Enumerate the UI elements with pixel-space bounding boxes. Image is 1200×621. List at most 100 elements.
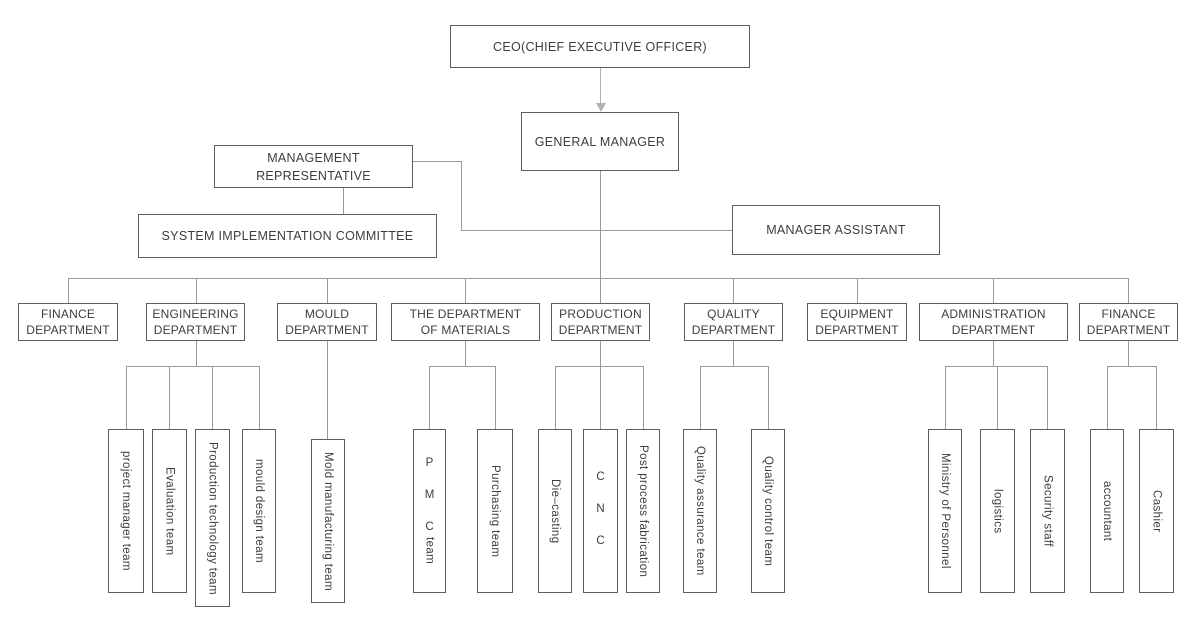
node-label-line: DEPARTMENT xyxy=(815,323,899,337)
node-general-manager: GENERAL MANAGER xyxy=(521,112,679,171)
node-label-line: DEPARTMENT xyxy=(26,323,110,337)
node-production-technology-team: Production technology team xyxy=(195,429,230,607)
node-label-line: MOULD xyxy=(304,307,350,321)
node-label-line: REPRESENTATIVE xyxy=(256,168,371,183)
node-administration-department: ADMINISTRATION DEPARTMENT xyxy=(919,303,1068,341)
node-purchasing-team: Purchasing team xyxy=(477,429,513,593)
node-logistics: logistics xyxy=(980,429,1015,593)
connector-line-vertical xyxy=(600,366,601,429)
node-manager-assistant: MANAGER ASSISTANT xyxy=(732,205,940,255)
node-label-line: FINANCE xyxy=(40,307,96,321)
node-engineering-department: ENGINEERING DEPARTMENT xyxy=(146,303,245,341)
node-quality-control-team: Quality control team xyxy=(751,429,785,593)
connector-line-vertical xyxy=(1107,366,1108,429)
node-label-line: EQUIPMENT xyxy=(820,307,894,321)
connector-line-horizontal xyxy=(555,366,643,367)
connector-line-vertical xyxy=(768,366,769,429)
connector-line-horizontal xyxy=(945,366,1048,367)
connector-line-vertical xyxy=(495,366,496,429)
connector-line-horizontal xyxy=(126,366,259,367)
node-label-line: DEPARTMENT xyxy=(285,323,369,337)
node-label-line: OF MATERIALS xyxy=(420,323,511,337)
connector-line-vertical xyxy=(1047,366,1048,429)
node-equipment-department: EQUIPMENT DEPARTMENT xyxy=(807,303,907,341)
connector-line-vertical xyxy=(997,366,998,429)
connector-line-vertical xyxy=(259,366,260,429)
node-mould-department: MOULD DEPARTMENT xyxy=(277,303,377,341)
node-label-line: PRODUCTION xyxy=(559,307,642,321)
node-quality-department: QUALITY DEPARTMENT xyxy=(684,303,783,341)
connector-line-vertical xyxy=(600,171,601,278)
node-label-line: DEPARTMENT xyxy=(153,323,238,337)
node-label-part: P M C xyxy=(423,457,436,538)
node-label-part: team xyxy=(423,537,436,565)
connector-line-vertical xyxy=(643,366,644,429)
connector-line-vertical xyxy=(327,278,328,303)
node-label-line: DEPARTMENT xyxy=(951,323,1036,337)
arrow-down-icon xyxy=(595,103,606,112)
node-evaluation-team: Evaluation team xyxy=(152,429,187,593)
node-label-line: ENGINEERING xyxy=(152,307,239,321)
node-label-line: MANAGEMENT xyxy=(267,150,360,165)
connector-line-vertical xyxy=(700,366,701,429)
connector-line-vertical xyxy=(196,341,197,366)
node-mould-design-team: mould design team xyxy=(242,429,276,593)
connector-line-horizontal xyxy=(429,366,495,367)
node-label-line: FINANCE xyxy=(1101,307,1156,321)
node-quality-assurance-team: Quality assurance team xyxy=(683,429,717,593)
node-finance-department-left: FINANCE DEPARTMENT xyxy=(18,303,118,341)
node-pmc-team: P M C team xyxy=(413,429,446,593)
connector-line-vertical xyxy=(1128,341,1129,366)
connector-line-vertical xyxy=(465,341,466,366)
connector-line-vertical xyxy=(857,278,858,303)
node-security-staff: Security staff xyxy=(1030,429,1065,593)
connector-line-vertical xyxy=(465,278,466,303)
node-cnc: C N C xyxy=(583,429,618,593)
node-system-implementation-committee: SYSTEM IMPLEMENTATION COMMITTEE xyxy=(138,214,437,258)
connector-line-vertical xyxy=(555,366,556,429)
node-label-line: ADMINISTRATION xyxy=(941,307,1046,321)
node-label-line: THE DEPARTMENT xyxy=(409,307,522,321)
connector-line-horizontal xyxy=(413,161,461,162)
connector-line-vertical xyxy=(945,366,946,429)
connector-line-vertical xyxy=(733,341,734,366)
connector-line-horizontal xyxy=(68,278,1128,279)
connector-line-vertical xyxy=(126,366,127,429)
node-accountant: accountant xyxy=(1090,429,1124,593)
connector-line-vertical xyxy=(68,278,69,303)
node-label-line: DEPARTMENT xyxy=(558,323,643,337)
node-ceo: CEO(CHIEF EXECUTIVE OFFICER) xyxy=(450,25,750,68)
node-label-line: DEPARTMENT xyxy=(691,323,776,337)
connector-line-vertical xyxy=(212,366,213,429)
connector-line-vertical xyxy=(1156,366,1157,429)
connector-line-vertical xyxy=(600,341,601,366)
connector-line-vertical xyxy=(993,278,994,303)
node-management-representative: MANAGEMENT REPRESENTATIVE xyxy=(214,145,413,188)
connector-line-horizontal xyxy=(461,230,732,231)
connector-line-vertical xyxy=(169,366,170,429)
node-cashier: Cashier xyxy=(1139,429,1174,593)
node-die-casting: Die–casting xyxy=(538,429,572,593)
connector-line-vertical xyxy=(993,341,994,366)
connector-line-horizontal xyxy=(700,366,768,367)
connector-line-vertical xyxy=(343,188,344,214)
node-label-line: QUALITY xyxy=(707,307,760,321)
node-post-process-fabrication: Post process fabrication xyxy=(626,429,660,593)
node-finance-department-right: FINANCE DEPARTMENT xyxy=(1079,303,1178,341)
node-mold-manufacturing-team: Mold manufacturing team xyxy=(311,439,345,603)
connector-line-vertical xyxy=(196,278,197,303)
connector-line-vertical xyxy=(327,341,328,439)
node-ministry-of-personnel: Ministry of Personnel xyxy=(928,429,962,593)
connector-line-vertical xyxy=(600,278,601,303)
node-label-part: C N C xyxy=(594,471,607,551)
connector-line-horizontal xyxy=(1107,366,1157,367)
node-department-of-materials: THE DEPARTMENT OF MATERIALS xyxy=(391,303,540,341)
connector-line-vertical xyxy=(461,161,462,230)
node-project-manager-team: project manager team xyxy=(108,429,144,593)
connector-line-vertical xyxy=(429,366,430,429)
node-label-line: DEPARTMENT xyxy=(1086,323,1171,337)
connector-line-vertical xyxy=(1128,278,1129,303)
node-production-department: PRODUCTION DEPARTMENT xyxy=(551,303,650,341)
ceo-to-gm-arrow-line xyxy=(600,68,601,103)
